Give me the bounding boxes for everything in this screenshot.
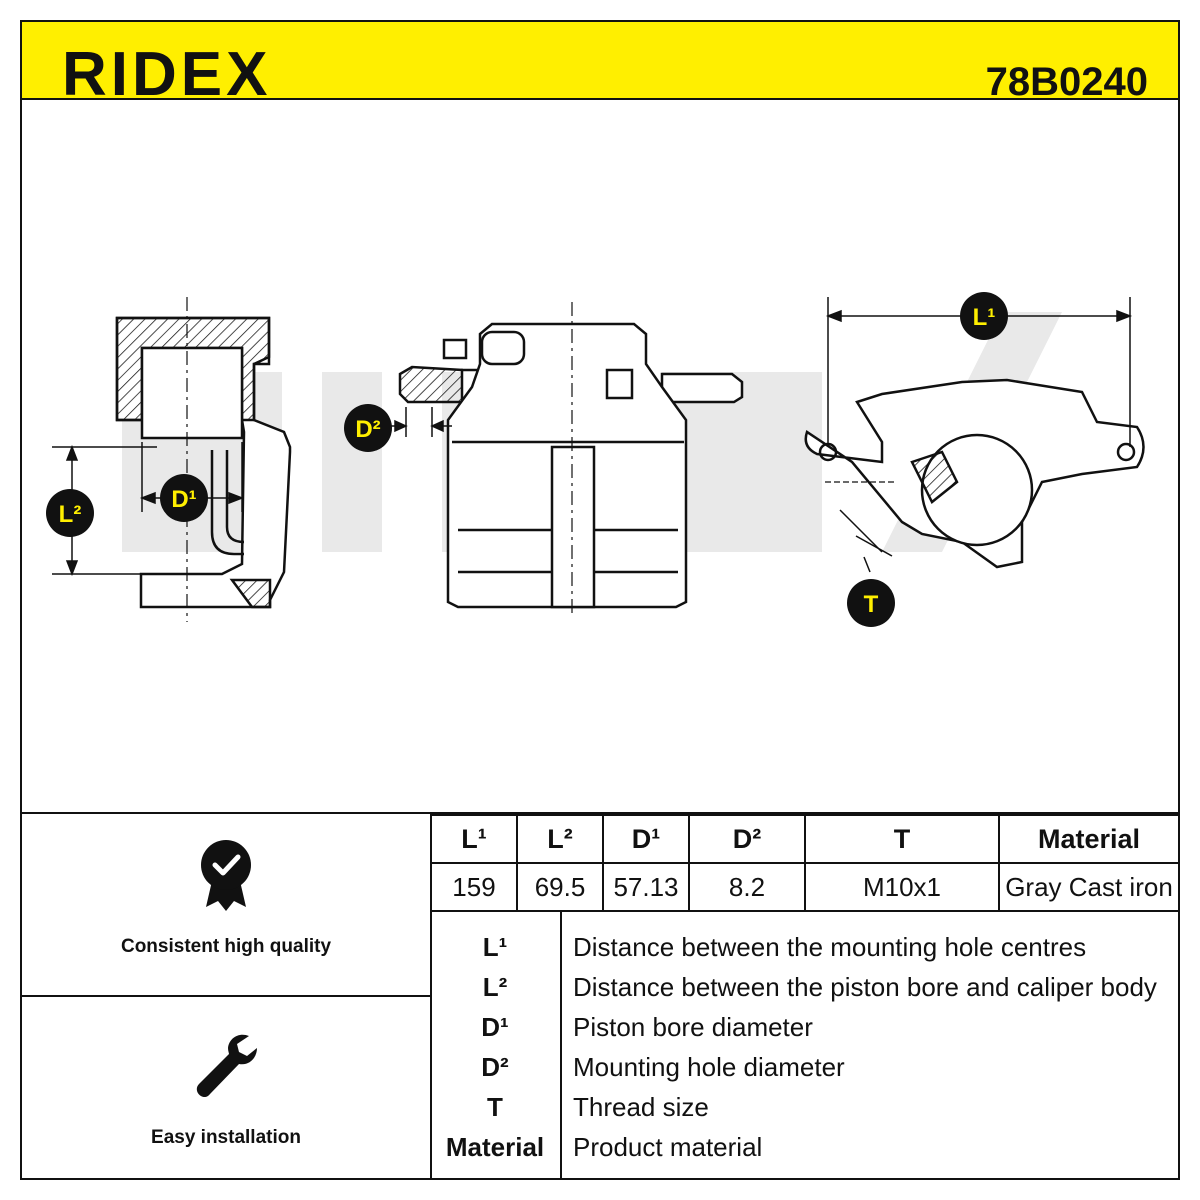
callout-l2-label: L² [59,501,82,528]
spec-value-material: Gray Cast iron [998,862,1180,912]
specs-value-row: 159 69.5 57.13 8.2 M10x1 Gray Cast iron [430,862,1180,912]
legend-desc: Thread size [573,1092,709,1122]
side-view [804,378,1145,569]
spec-value-l1: 159 [430,862,518,912]
legend-row: Material Product material [430,1126,1180,1166]
legend-desc: Piston bore diameter [573,1012,813,1042]
legend: L¹ Distance between the mounting hole ce… [430,912,1180,1180]
legend-desc: Mounting hole diameter [573,1052,845,1082]
quality-badge-icon [201,840,251,911]
cross-section-view [115,297,292,622]
callout-t: T [847,579,895,627]
feature-divider [20,995,432,997]
callout-d1-label: D¹ [171,486,196,513]
callout-d2-label: D² [355,416,380,443]
front-view [398,302,744,617]
spec-header-t: T [804,814,1000,864]
specs-header-row: L¹ L² D¹ D² T Material [430,814,1180,864]
spec-header-d1: D¹ [602,814,690,864]
spec-header-material: Material [998,814,1180,864]
legend-key: D² [481,1052,509,1082]
brand-logo: RIDEX [62,40,272,109]
legend-row: T Thread size [430,1086,1180,1126]
callout-l1: L¹ [960,292,1008,340]
header-bar: RIDEX 78B0240 [20,20,1180,106]
caliper-technical-drawing: L¹ L² D¹ D² T [46,292,1145,627]
legend-divider [560,912,562,1180]
spec-header-l2: L² [516,814,604,864]
t-dimension [839,509,893,573]
spec-value-l2: 69.5 [516,862,604,912]
callout-l1-label: L¹ [973,304,996,331]
spec-header-l1: L¹ [430,814,518,864]
legend-key: L¹ [482,932,508,962]
drawing-divider [20,812,1180,814]
callout-t-label: T [864,591,879,618]
legend-desc: Distance between the piston bore and cal… [573,972,1157,1002]
callout-d2: D² [344,404,392,452]
legend-desc: Product material [573,1132,763,1162]
specs-table: L¹ L² D¹ D² T Material 159 69.5 57.13 8.… [430,814,1180,912]
legend-row: D² Mounting hole diameter [430,1046,1180,1086]
part-number: 78B0240 [985,60,1148,104]
feature-installation-label: Easy installation [151,1127,301,1148]
spec-header-d2: D² [688,814,806,864]
feature-installation: Easy installation [22,1030,430,1149]
wrench-icon [196,1034,257,1098]
legend-row: D¹ Piston bore diameter [430,1006,1180,1046]
legend-desc: Distance between the mounting hole centr… [573,932,1087,962]
spec-value-d1: 57.13 [602,862,690,912]
feature-quality-label: Consistent high quality [120,936,332,957]
callout-d1: D¹ [160,474,208,522]
d2-dimension [382,407,452,437]
legend-row: L¹ Distance between the mounting hole ce… [430,926,1180,966]
callout-l2: L² [46,489,94,537]
feature-quality: Consistent high quality [22,835,430,958]
legend-key: L² [482,972,508,1002]
legend-key: D¹ [481,1012,509,1042]
legend-key: T [487,1092,503,1122]
legend-row: L² Distance between the piston bore and … [430,966,1180,1006]
legend-key: Material [445,1132,545,1162]
spec-value-d2: 8.2 [688,862,806,912]
spec-value-t: M10x1 [804,862,1000,912]
